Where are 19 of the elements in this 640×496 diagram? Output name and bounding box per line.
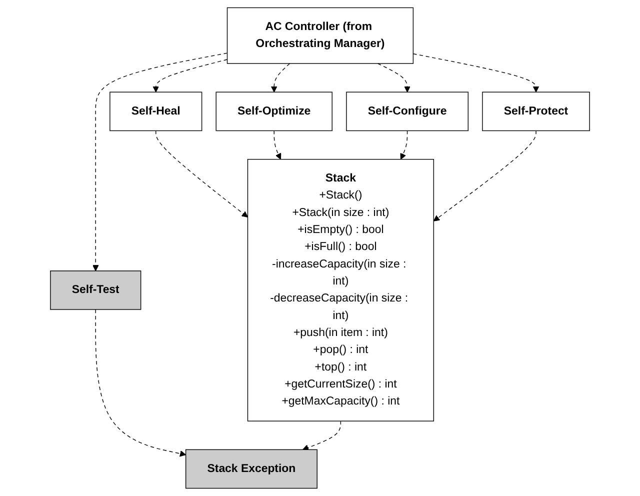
node-box: Stack +Stack() +Stack(in size : int) +isEmpty() : bool +isFull() : bool -increaseCapacity(in size : int) -decreaseCapacity(in size : int) +push(in item : int) +pop() : int +top() : int +getCurrentSize() : int +getMaxCapacity() : int bbox=[247, 158, 434, 422]
arrow bbox=[270, 63, 290, 92]
node-box: AC Controller (from Orchestrating Manager) bbox=[226, 7, 414, 64]
node-box: Self-Configure bbox=[346, 92, 468, 132]
node-box: Self-Optimize bbox=[216, 92, 332, 132]
arrow bbox=[412, 53, 540, 92]
node-box: Self-Test bbox=[50, 270, 142, 310]
arrow bbox=[400, 130, 408, 160]
arrow bbox=[156, 130, 248, 218]
arrow bbox=[92, 52, 228, 272]
arrow bbox=[302, 420, 342, 451]
node-box: Self-Heal bbox=[110, 92, 202, 132]
arrow bbox=[377, 63, 410, 92]
node-box: Stack Exception bbox=[185, 449, 318, 489]
arrow bbox=[95, 309, 186, 457]
arrow bbox=[152, 59, 228, 92]
arrow bbox=[433, 130, 536, 222]
arrow bbox=[274, 130, 282, 160]
node-box: Self-Protect bbox=[482, 92, 590, 132]
